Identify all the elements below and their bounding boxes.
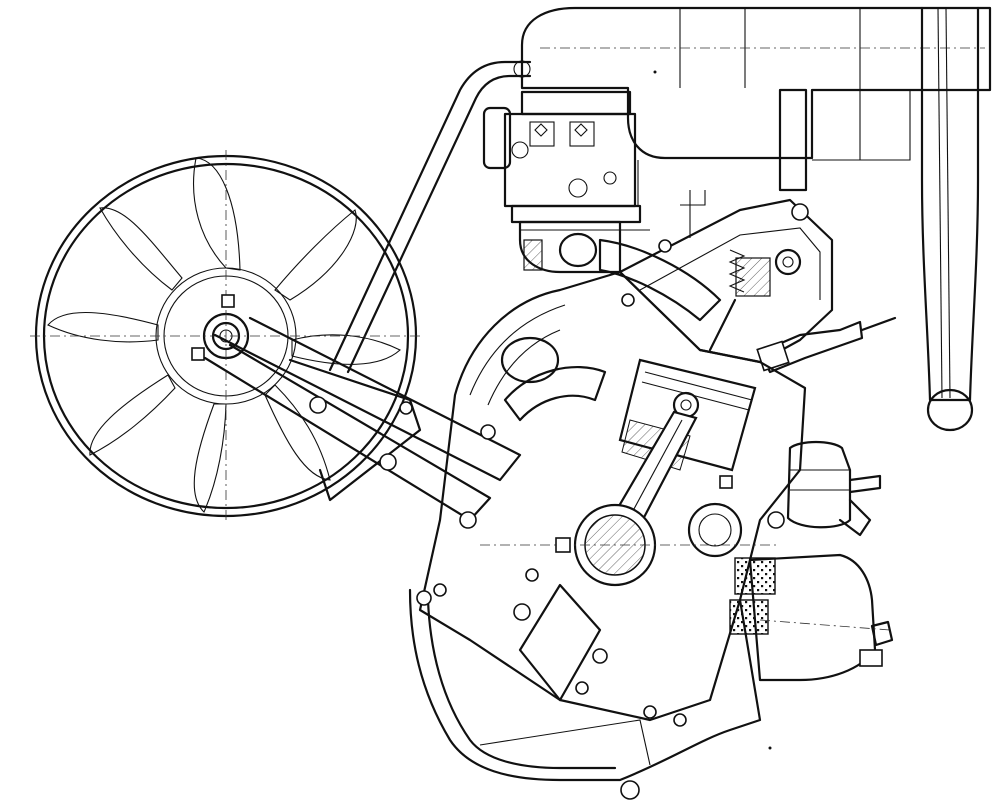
exhaust-tailpipe (920, 6, 980, 432)
exhaust-silencer (520, 6, 992, 192)
fuel-pump (767, 440, 882, 537)
intake-manifold (518, 190, 722, 322)
cooling-fan (30, 150, 420, 520)
fasteners (525, 239, 733, 727)
carburettor (482, 90, 650, 231)
oil-filter (729, 553, 894, 682)
crankshaft (480, 502, 780, 702)
dipstick-tube (328, 60, 532, 374)
cylinder-head (618, 198, 834, 364)
fan-support-arm (203, 316, 522, 529)
spark-plug (756, 316, 897, 374)
oil-sump (408, 583, 762, 800)
cylinder-block (418, 270, 807, 722)
